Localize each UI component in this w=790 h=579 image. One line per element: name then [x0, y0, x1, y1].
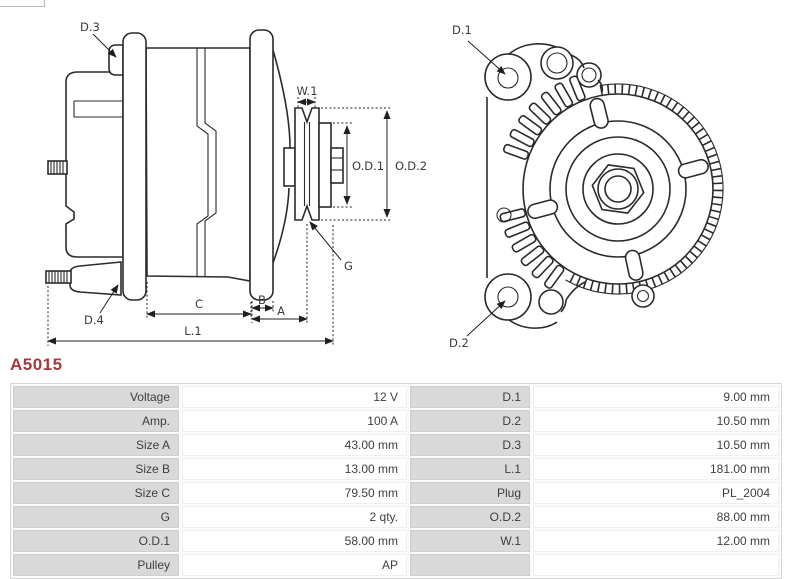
dim-label-c: C [195, 297, 203, 311]
terminal-stud-lower [45, 270, 72, 284]
spec-label-r3: L.1 [410, 458, 530, 480]
front-view: D.1 D.2 [449, 23, 724, 350]
pulley [294, 107, 320, 221]
spec-value-r3: 13.00 mm [182, 458, 407, 480]
case-split-line [196, 48, 209, 276]
vent-slots-upper [502, 75, 586, 160]
shaft-end [330, 147, 344, 184]
spec-value-r5: 88.00 mm [533, 506, 779, 528]
upper-lug-small [576, 62, 602, 88]
spec-value-r6: 12.00 mm [533, 530, 779, 552]
dim-label-d2: D.2 [449, 336, 469, 350]
spec-value-r4: 79.50 mm [182, 482, 407, 504]
spec-label-r0: D.1 [410, 386, 530, 408]
stator-body [145, 47, 251, 282]
alternator-technical-drawing: D.3 D.4 W.1 O.D.1 O.D.2 G [45, 20, 724, 350]
dim-label-d3: D.3 [80, 20, 100, 34]
shaft-center [604, 175, 632, 203]
upper-lug [540, 46, 574, 80]
spec-value-r1: 100 A [182, 410, 407, 432]
spec-label-r5: O.D.2 [410, 506, 530, 528]
dim-label-l1: L.1 [184, 324, 201, 338]
spec-label-r3: Size B [13, 458, 179, 480]
dim-label-od1: O.D.1 [352, 159, 384, 173]
spec-label-r0: Voltage [13, 386, 179, 408]
spec-value-r0: 12 V [182, 386, 407, 408]
spec-label-r6: W.1 [410, 530, 530, 552]
mounting-hole-d1 [497, 67, 519, 89]
rear-bracket [122, 32, 147, 301]
spec-label-r4: Plug [410, 482, 530, 504]
cropped-corner-artifact [0, 0, 45, 7]
mounting-hole-d2 [497, 286, 519, 308]
spec-label-r5: G [13, 506, 179, 528]
spec-label-r7 [410, 554, 530, 576]
spec-label-r1: Amp. [13, 410, 179, 432]
terminal-stud-upper [47, 160, 68, 175]
spec-value-r5: 2 qty. [182, 506, 407, 528]
rear-housing [65, 71, 124, 258]
spec-label-r7: Pulley [13, 554, 179, 576]
spec-value-r6: 58.00 mm [182, 530, 407, 552]
dim-label-d1: D.1 [452, 23, 472, 37]
spec-value-r4: PL_2004 [533, 482, 779, 504]
spec-value-r0: 9.00 mm [533, 386, 779, 408]
spec-value-r1: 10.50 mm [533, 410, 779, 432]
spec-value-r7 [533, 554, 779, 576]
spec-label-r6: O.D.1 [13, 530, 179, 552]
shaft-hex-nut [591, 164, 645, 214]
vent-slots-lower [499, 208, 565, 289]
dim-label-g: G [344, 259, 353, 273]
dim-label-d4: D.4 [84, 313, 104, 327]
part-number: A5015 [10, 355, 63, 374]
pulley-hub [318, 122, 332, 208]
spec-label-r4: Size C [13, 482, 179, 504]
spec-value-r2: 10.50 mm [533, 434, 779, 456]
mounting-ear-top [484, 53, 532, 101]
dim-label-a: A [277, 304, 285, 318]
mounting-lug-top [108, 44, 124, 76]
dim-label-b: B [258, 293, 266, 307]
spec-value-r2: 43.00 mm [182, 434, 407, 456]
lower-lug-small [538, 289, 564, 315]
fan-teeth-outer [565, 83, 724, 295]
front-bracket [249, 29, 274, 301]
fan-spokes [527, 97, 709, 281]
side-view: D.3 D.4 W.1 O.D.1 O.D.2 G [45, 20, 427, 346]
dim-label-od2: O.D.2 [395, 159, 427, 173]
spec-value-r3: 181.00 mm [533, 458, 779, 480]
spec-label-r2: D.3 [410, 434, 530, 456]
mounting-lug-lower [69, 261, 122, 296]
spec-label-r1: D.2 [410, 410, 530, 432]
front-cone [272, 49, 291, 149]
spec-value-r7: AP [182, 554, 407, 576]
dim-label-w1: W.1 [296, 84, 317, 98]
spec-label-r2: Size A [13, 434, 179, 456]
